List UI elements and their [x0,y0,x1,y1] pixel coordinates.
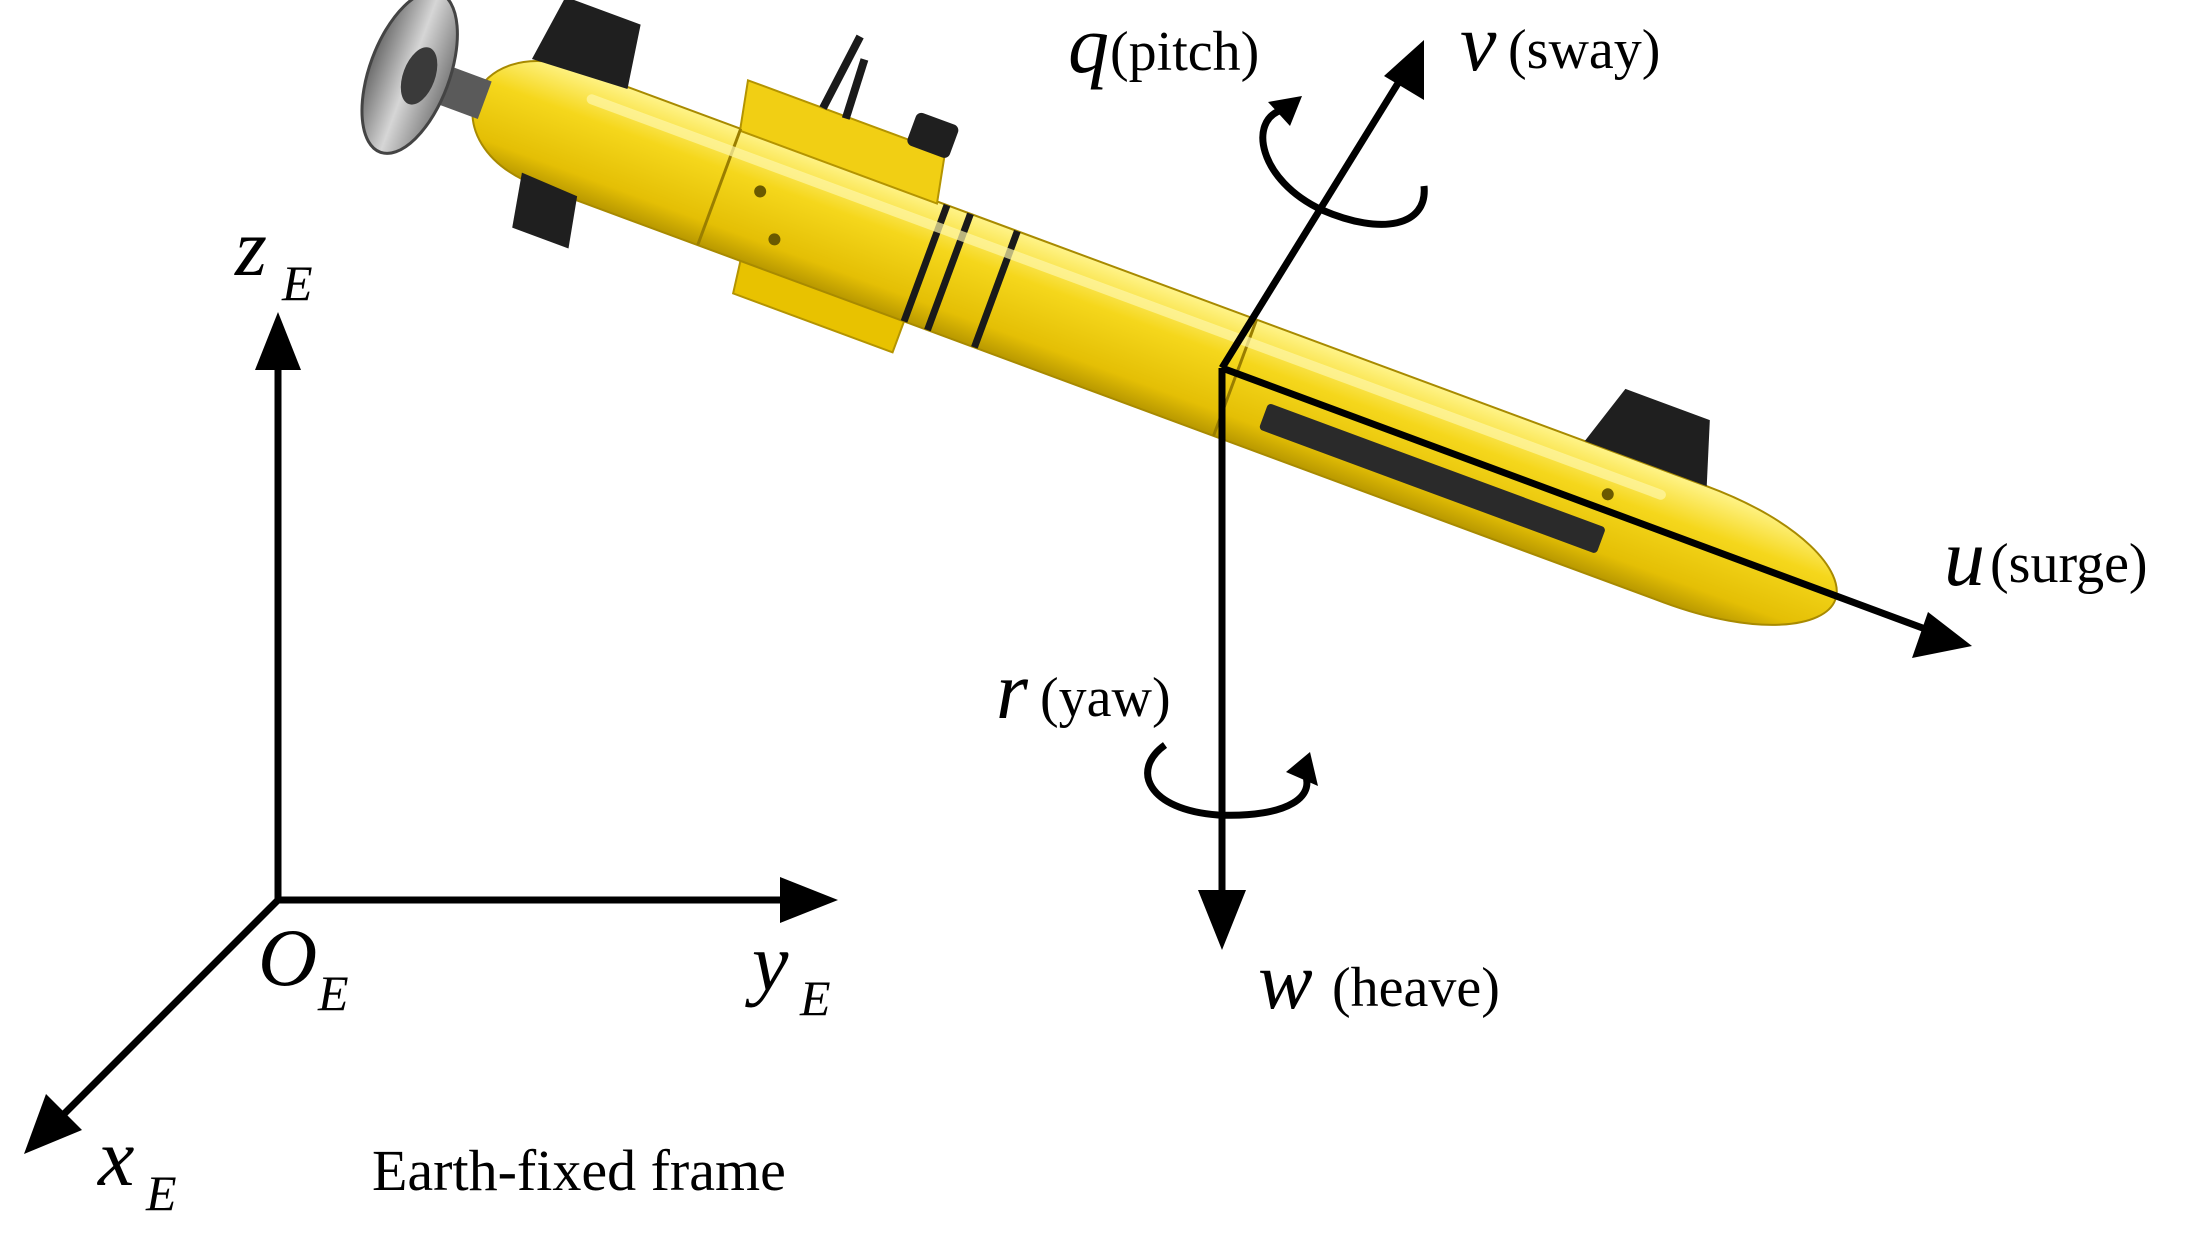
heave-label: w (heave) [1258,935,1500,1026]
hull-bolt [754,185,767,198]
surge-label: u (surge) [1944,512,2148,603]
vehicle-knob [907,112,959,158]
z-axis-subscript: E [281,255,313,311]
vehicle-hull [471,60,1838,626]
yaw-name: (yaw) [1040,667,1171,729]
surge-symbol: u [1944,512,1985,603]
thruster-hub [400,47,438,105]
yaw-symbol: r [996,645,1029,736]
origin-label: O E [258,912,349,1021]
earth-frame-caption: Earth-fixed frame [372,1138,786,1203]
x-axis-subscript: E [145,1165,177,1221]
surge-axis-line [1220,364,1930,634]
y-axis-arrowhead [780,877,838,923]
sway-label: v (sway) [1460,0,1660,88]
heave-axis-arrowhead [1198,890,1246,950]
pitch-arrowhead [1268,96,1302,126]
y-axis-symbol: y [745,917,789,1008]
vehicle-antenna [819,34,864,110]
pitch-rotation-arc [1259,106,1428,228]
z-axis-arrowhead [255,312,301,370]
hull-bolt [1601,488,1614,501]
x-axis-label: x E [97,1112,177,1221]
yaw-rotation-arc [1144,742,1311,819]
surge-axis-arrowhead [1912,612,1972,658]
earth-fixed-frame [55,360,790,1123]
sway-symbol: v [1460,0,1497,88]
hull-highlight [586,94,1666,500]
x-axis-symbol: x [97,1112,134,1203]
z-axis-label: z E [234,202,313,311]
body-fixed-frame [1144,78,1930,890]
x-axis-arrowhead [24,1094,82,1154]
vehicle-fin [512,172,578,249]
y-axis-label: y E [745,917,831,1026]
origin-subscript: E [317,965,349,1021]
pitch-name: (pitch) [1110,21,1259,83]
vehicle-fin [531,0,641,90]
vehicle-side-slot [1259,404,1605,553]
x-axis-line [55,897,281,1123]
heave-symbol: w [1258,935,1313,1026]
sway-axis-arrowhead [1384,40,1424,100]
yaw-label: r (yaw) [996,645,1171,736]
yaw-arrowhead [1286,752,1318,786]
surge-name: (surge) [1990,533,2148,595]
pitch-symbol: q [1068,0,1109,90]
origin-symbol: O [258,912,317,1003]
auv-vehicle-image [360,0,1838,626]
sway-name: (sway) [1508,19,1660,81]
hull-bolt [768,233,781,246]
pitch-label: q (pitch) [1068,0,1259,90]
z-axis-symbol: z [234,202,267,293]
vehicle-antenna [841,58,869,120]
sway-axis-line [1219,78,1403,370]
vehicle-fin [1584,388,1710,487]
y-axis-subscript: E [799,970,831,1026]
heave-name: (heave) [1332,957,1500,1019]
